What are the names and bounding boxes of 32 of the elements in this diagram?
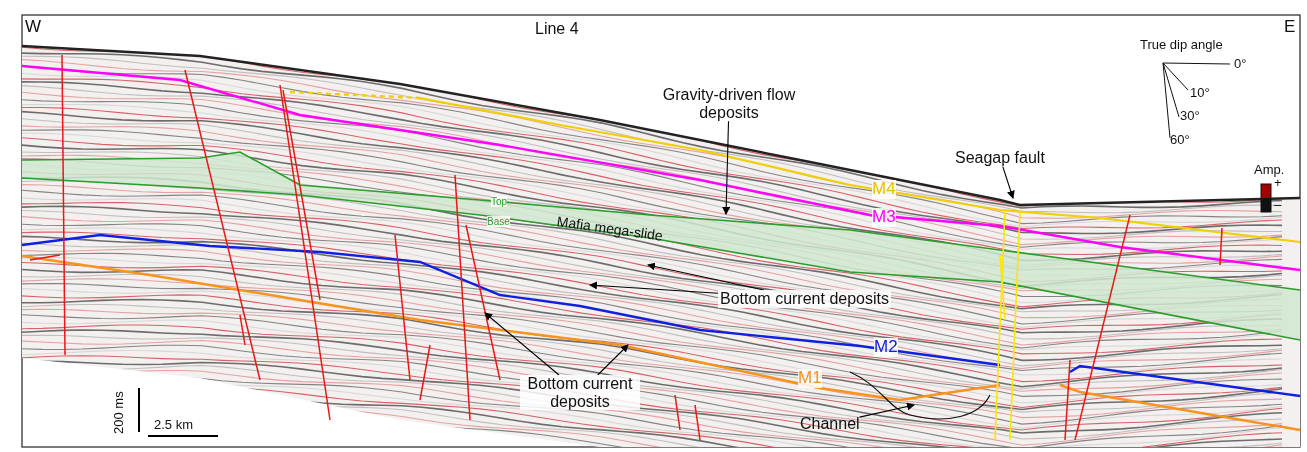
sign-label: – — [1274, 198, 1282, 213]
legend-title: True dip angle — [1140, 38, 1223, 53]
leader-arrow — [484, 312, 560, 376]
legend-title: Amp. — [1254, 163, 1285, 178]
boundary-label: Top — [491, 196, 508, 207]
leader-arrow — [859, 402, 915, 418]
angle-label: 30° — [1180, 109, 1200, 124]
angle-label: 0° — [1234, 57, 1247, 72]
annotation-label: Bottom current deposits — [718, 290, 891, 308]
scale-label: 2.5 km — [154, 418, 193, 433]
leader-arrow — [647, 262, 765, 291]
sign-label: + — [1274, 176, 1282, 191]
annotation-label: Seagap fault — [955, 149, 1045, 167]
horizon-label: M2 — [874, 338, 898, 357]
annotation-label: Gravity-driven flow deposits — [644, 86, 814, 122]
leader-arrow — [597, 344, 629, 376]
leader-arrow — [589, 281, 719, 294]
leader-arrow — [1002, 166, 1015, 199]
scale-label: 200 ms — [112, 391, 127, 434]
horizon-label: M1 — [798, 369, 822, 388]
horizon-label: M3 — [872, 208, 896, 227]
slide-label: Mafia mega-slide — [555, 214, 664, 245]
boundary-label: Base — [487, 216, 510, 227]
angle-label: 10° — [1190, 86, 1210, 101]
angle-label: 60° — [1170, 133, 1190, 148]
direction-label: E — [1284, 18, 1296, 37]
leader-arrow — [722, 120, 731, 215]
annotation-label: Channel — [800, 415, 860, 433]
annotation-label: Bottom current deposits — [520, 375, 640, 411]
horizon-label: M4 — [872, 180, 896, 199]
section-title: Line 4 — [535, 20, 579, 38]
direction-label: W — [25, 18, 42, 37]
